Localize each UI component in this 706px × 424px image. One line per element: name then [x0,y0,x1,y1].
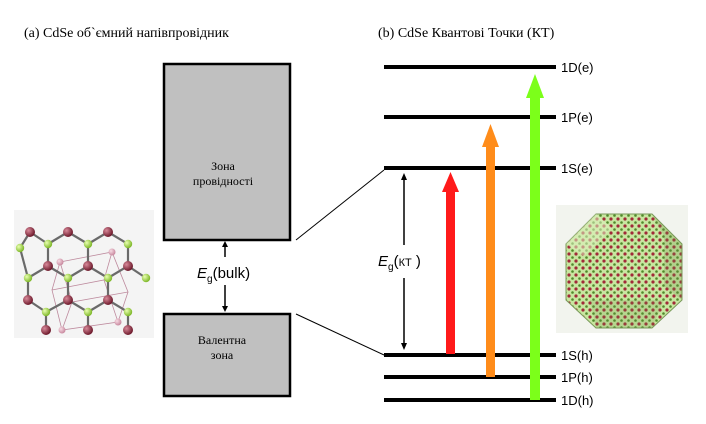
conduction-band-label-line2: провідності [193,174,254,188]
valence-band-label-line2: зона [211,348,234,362]
transition-arrow-orange [482,124,499,377]
level-1Ph-label: 1P(h) [561,370,593,385]
transition-arrow-red [442,172,459,354]
transition-arrow-green [526,74,544,400]
connector-line-upper [295,169,385,241]
level-1Pe-label: 1P(e) [561,110,593,125]
level-1Dh-label: 1D(h) [561,393,594,408]
level-1Sh-label: 1S(h) [561,348,593,363]
energy-levels [384,65,556,402]
bulk-gap-arrow [222,241,228,312]
level-1Se-label: 1S(e) [561,161,593,176]
connector-line-lower [295,313,385,356]
conduction-band-box [162,62,292,242]
level-1De-label: 1D(e) [561,60,594,75]
panel-b-title: (b) CdSe Квантові Точки (КТ) [378,26,555,41]
valence-band-box [162,312,292,398]
qd-gap-label: Eg(КТ ) [378,253,421,273]
valence-band-label-line1: Валентна [198,333,247,347]
qd-gap-arrow [401,173,407,350]
panel-a-title: (a) CdSe об`ємний напівпровідник [24,26,229,41]
bulk-gap-label: Eg(bulk) [197,265,250,285]
conduction-band-label-line1: Зона [211,159,235,173]
bulk-crystal-lattice-image [14,210,154,338]
quantum-dot-nanocrystal-image [556,205,688,333]
